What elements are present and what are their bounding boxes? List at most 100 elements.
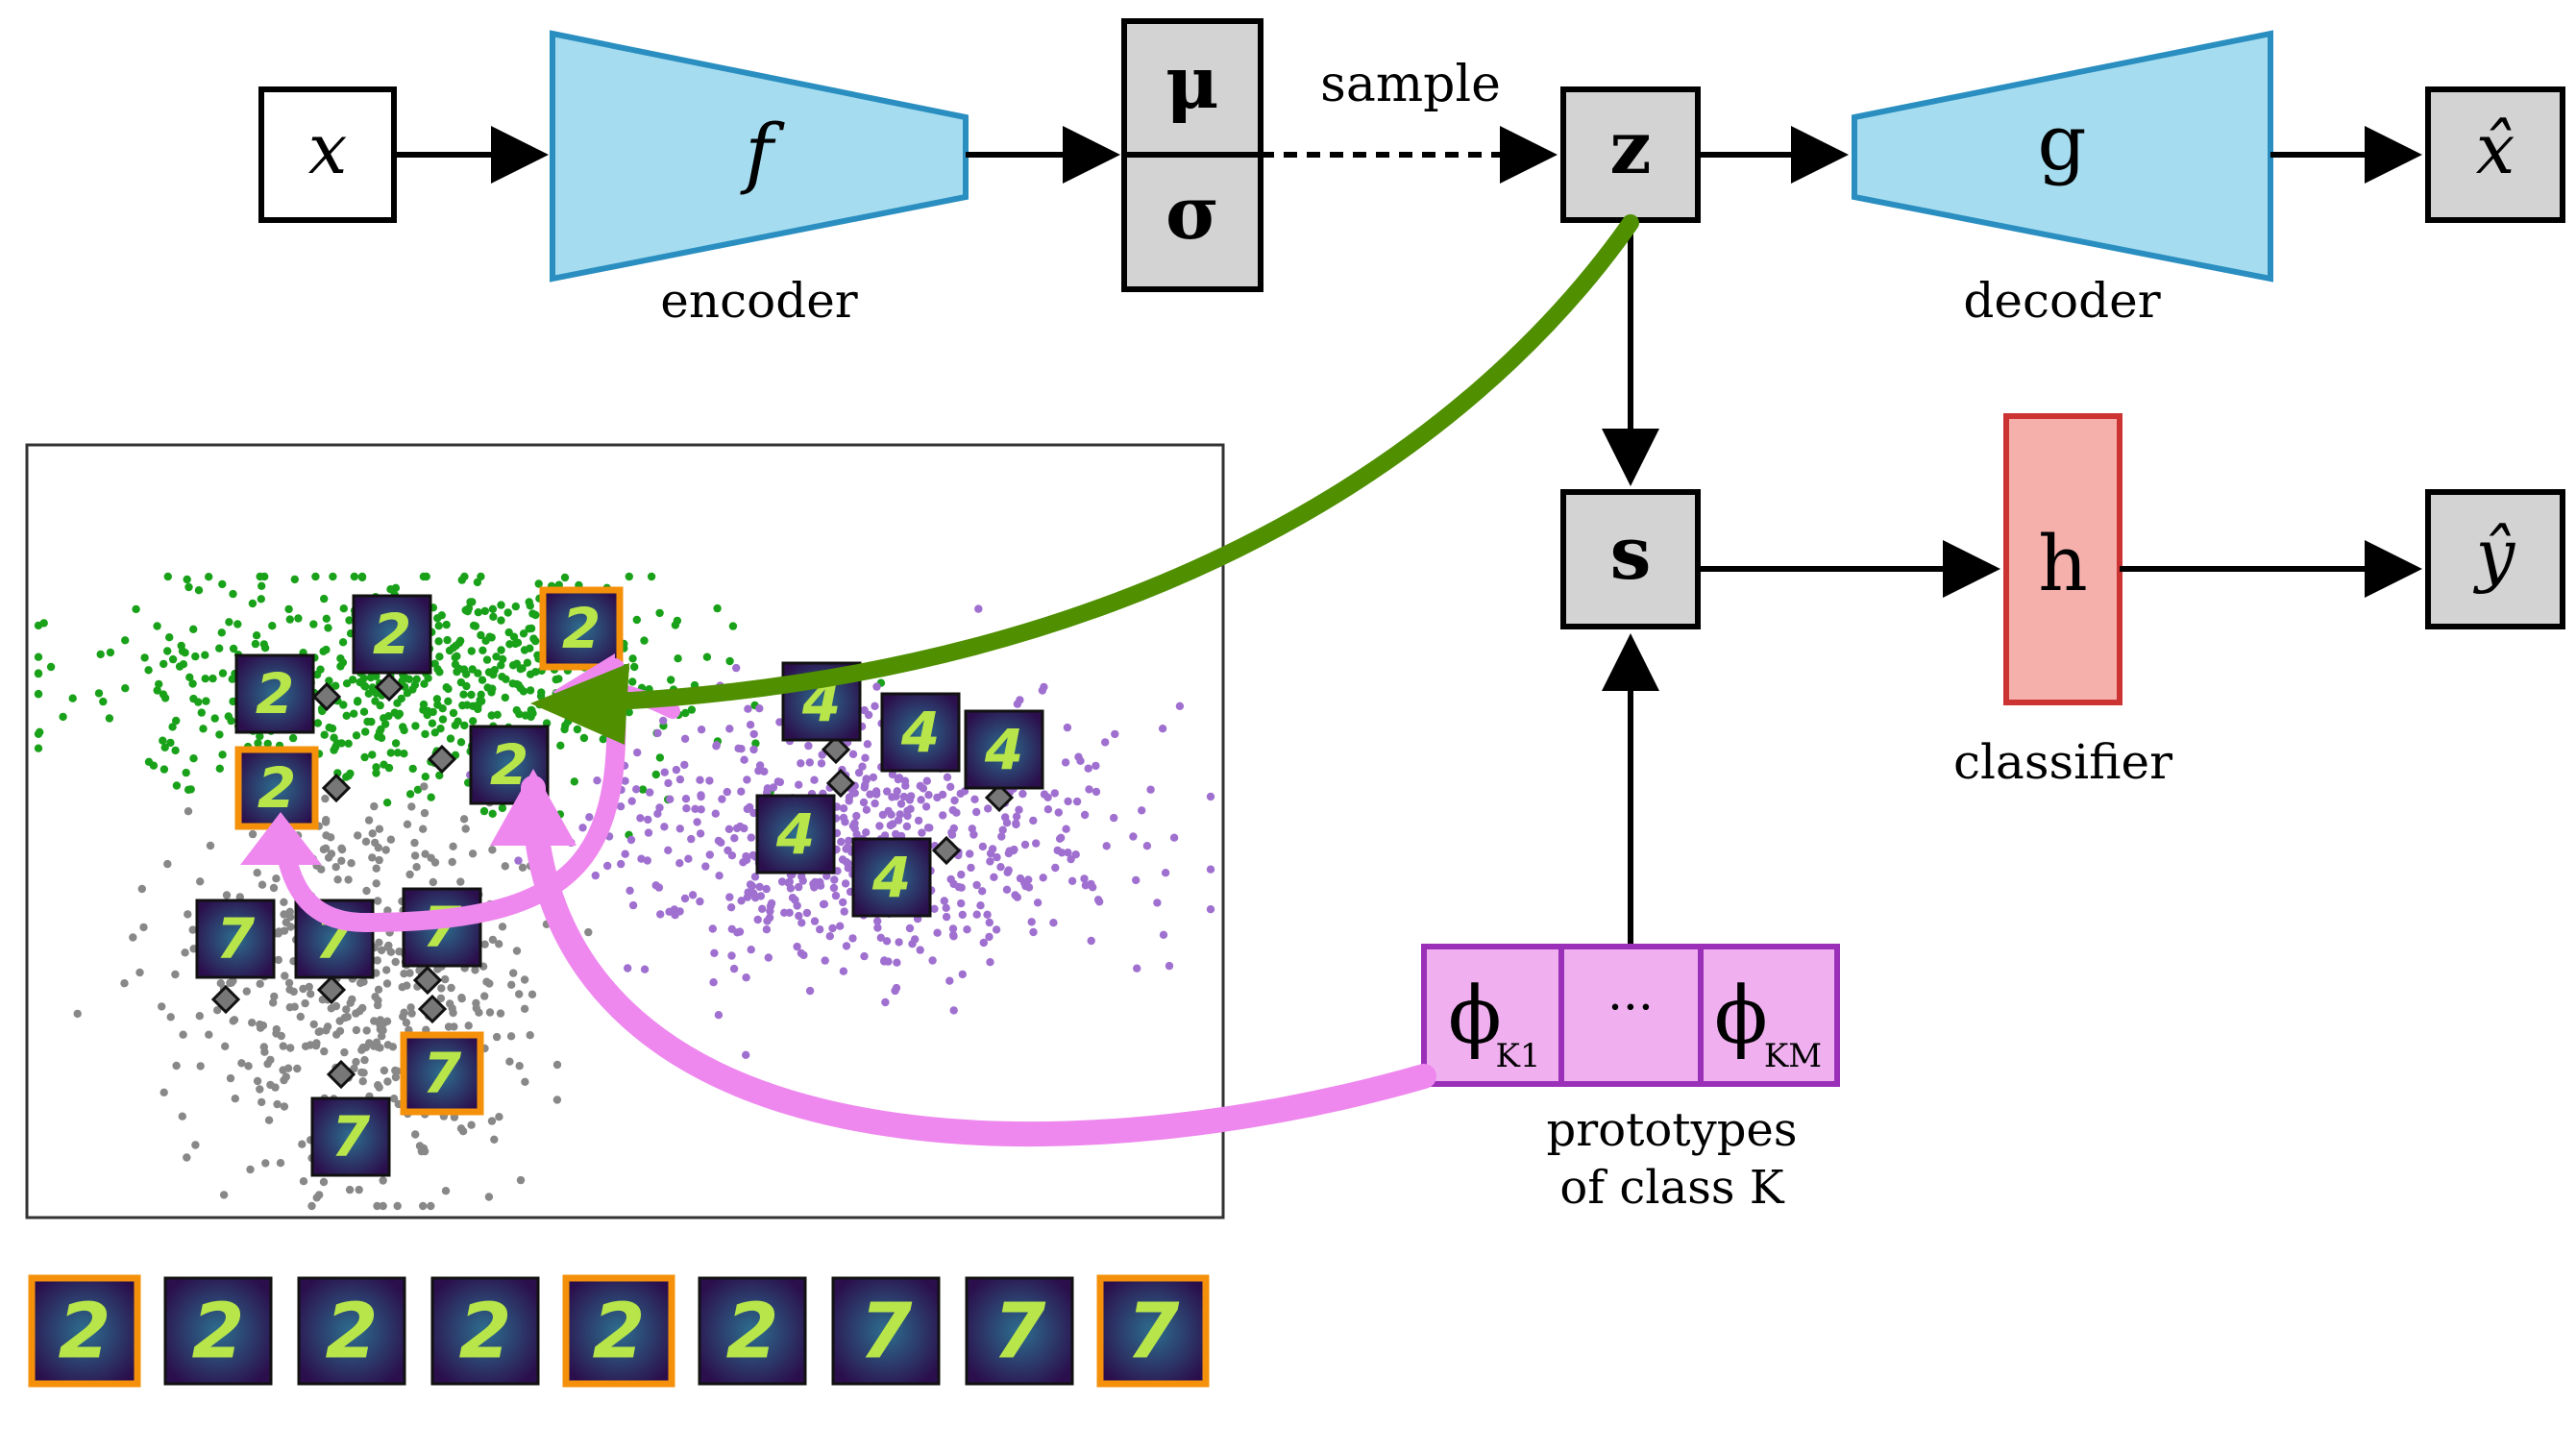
purple-cluster-point — [1067, 876, 1077, 885]
green-cluster-point — [153, 686, 161, 695]
green-cluster-point — [177, 641, 185, 651]
green-cluster-point — [527, 705, 535, 715]
purple-cluster-point — [888, 820, 897, 828]
gray-cluster-point — [286, 913, 295, 922]
gray-cluster-point — [410, 851, 420, 860]
purple-cluster-point — [727, 951, 736, 960]
gray-cluster-point — [183, 1153, 191, 1162]
purple-cluster-point — [841, 879, 850, 888]
gray-cluster-point — [375, 825, 384, 833]
purple-cluster-point — [924, 791, 933, 800]
purple-cluster-point — [754, 766, 763, 776]
purple-cluster-point — [946, 874, 955, 884]
purple-cluster-point — [978, 842, 988, 851]
purple-cluster-point — [672, 765, 681, 775]
green-cluster-point — [422, 572, 430, 581]
purple-cluster-point — [966, 850, 974, 858]
green-cluster-point — [446, 734, 455, 743]
purple-cluster-point — [653, 728, 662, 738]
purple-cluster-point — [763, 917, 772, 925]
green-cluster-point — [460, 721, 469, 730]
purple-cluster-point — [688, 891, 698, 899]
purple-cluster-point — [830, 875, 839, 884]
purple-cluster-point — [979, 938, 988, 948]
green-cluster-point — [209, 674, 217, 683]
gray-cluster-point — [521, 1077, 529, 1087]
green-cluster-point — [215, 644, 224, 653]
purple-cluster-point — [660, 768, 669, 776]
green-cluster-point — [468, 665, 477, 674]
green-cluster-point — [674, 654, 682, 663]
purple-cluster-point — [805, 758, 814, 767]
purple-cluster-point — [655, 803, 664, 812]
purple-cluster-point — [777, 877, 787, 886]
purple-cluster-point — [992, 925, 1001, 934]
gray-cluster-point — [163, 859, 172, 869]
purple-cluster-point — [632, 785, 641, 794]
purple-cluster-point — [723, 787, 731, 797]
gray-cluster-point — [402, 1019, 411, 1027]
green-cluster-point — [477, 630, 485, 640]
purple-cluster-point — [919, 784, 928, 793]
gray-cluster-point — [188, 925, 197, 934]
green-cluster-point — [667, 676, 675, 684]
purple-cluster-point — [744, 888, 752, 897]
purple-cluster-point — [882, 937, 892, 946]
green-cluster-point — [380, 714, 388, 723]
green-cluster-point — [424, 674, 432, 682]
green-cluster-point — [377, 725, 385, 734]
green-cluster-point — [751, 739, 760, 748]
green-cluster-point — [352, 731, 361, 740]
gray-cluster-point — [403, 820, 412, 828]
gray-cluster-point — [449, 1008, 457, 1018]
decoder-caption: decoder — [1963, 273, 2160, 329]
green-cluster-point — [155, 679, 163, 689]
purple-cluster-point — [860, 951, 869, 961]
green-cluster-point — [480, 606, 489, 616]
green-cluster-point — [432, 695, 442, 703]
gray-cluster-point — [391, 1066, 400, 1075]
prototype-diamond — [210, 984, 241, 1015]
green-cluster-point — [497, 616, 505, 625]
gray-cluster-point — [482, 977, 491, 986]
purple-cluster-point — [1161, 869, 1170, 877]
green-cluster-point — [628, 654, 637, 663]
purple-cluster-point — [593, 776, 601, 785]
gray-cluster-point — [378, 1032, 386, 1041]
gray-cluster-point — [242, 987, 251, 996]
gray-cluster-point — [320, 1047, 329, 1056]
purple-cluster-point — [963, 925, 971, 934]
gray-cluster-point — [457, 994, 466, 1002]
green-cluster-point — [364, 689, 373, 698]
gray-cluster-point — [301, 998, 309, 1008]
purple-cluster-point — [1027, 918, 1036, 926]
purple-cluster-point — [1159, 930, 1168, 939]
purple-cluster-point — [828, 924, 837, 933]
purple-cluster-point — [675, 775, 685, 784]
green-cluster-point — [497, 661, 505, 670]
green-cluster-point — [537, 688, 546, 697]
latent-digit-tile: 4 — [964, 709, 1044, 790]
purple-cluster-point — [986, 958, 994, 967]
purple-cluster-point — [691, 804, 699, 813]
gray-cluster-point — [358, 1077, 367, 1086]
purple-cluster-point — [863, 740, 872, 749]
green-cluster-point — [459, 665, 469, 674]
green-cluster-point — [361, 727, 370, 736]
green-cluster-point — [165, 633, 174, 642]
green-cluster-point — [482, 655, 492, 664]
purple-cluster-point — [1146, 785, 1155, 794]
purple-cluster-point — [829, 883, 839, 893]
purple-cluster-point — [996, 863, 1005, 872]
gray-cluster-point — [391, 1072, 401, 1082]
purple-cluster-point — [854, 768, 864, 777]
gray-cluster-point — [354, 831, 362, 840]
gray-cluster-point — [412, 863, 421, 872]
green-cluster-point — [399, 723, 407, 731]
green-cluster-point — [163, 572, 172, 581]
gray-cluster-point — [184, 910, 192, 919]
purple-cluster-point — [1043, 793, 1052, 801]
gray-cluster-point — [327, 833, 335, 842]
purple-cluster-point — [746, 802, 754, 812]
green-cluster-point — [184, 582, 193, 592]
